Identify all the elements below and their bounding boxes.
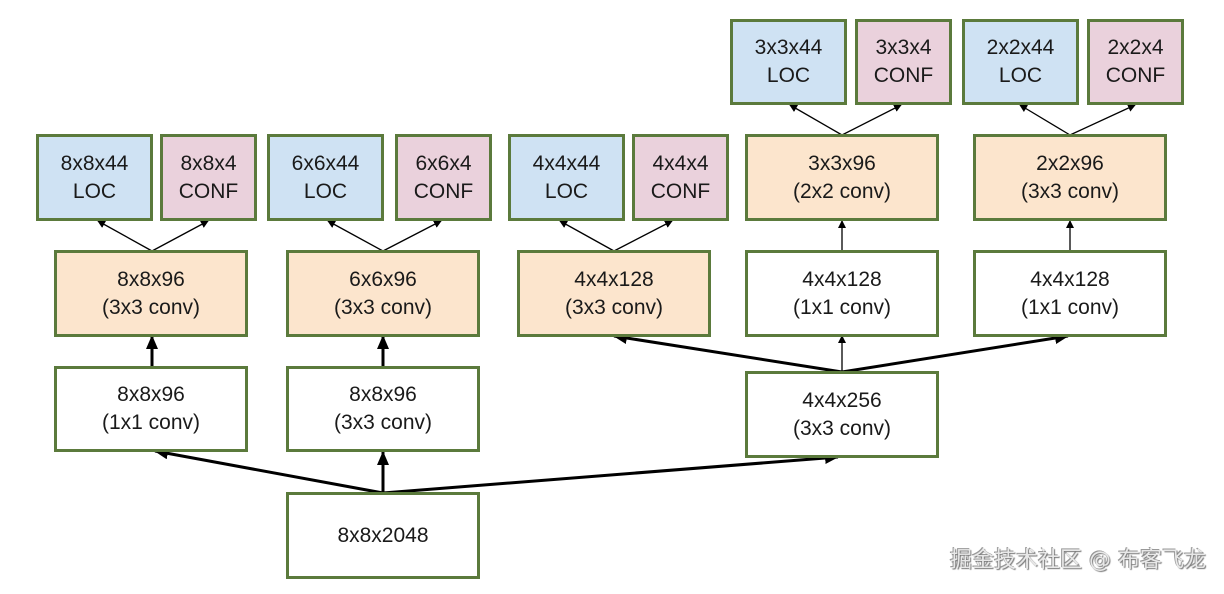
node-shape: 8x8x96: [117, 383, 185, 406]
node-b4-head: 3x3x96 (2x2 conv): [745, 134, 939, 221]
node-shape: 2x2x44: [986, 36, 1055, 59]
node-type: CONF: [1105, 64, 1166, 87]
edge-b2-head-to-loc: [327, 220, 384, 252]
node-b3-conv1: 4x4x256 (3x3 conv): [745, 371, 939, 458]
node-b3-conf: 4x4x4 CONF: [632, 134, 729, 221]
node-b2-conf: 6x6x4 CONF: [395, 134, 492, 221]
node-op: (3x3 conv): [333, 295, 433, 319]
node-shape: 4x4x128: [802, 267, 882, 291]
node-op: (1x1 conv): [101, 411, 201, 434]
node-type: LOC: [303, 179, 348, 203]
node-shape: 6x6x4: [415, 151, 472, 175]
node-shape: 4x4x256: [802, 388, 882, 412]
node-b4-loc: 3x3x44 LOC: [730, 19, 847, 105]
edge-b4-head-to-loc: [789, 104, 843, 136]
node-b1-loc: 8x8x44 LOC: [36, 134, 153, 221]
node-b5-loc: 2x2x44 LOC: [962, 19, 1079, 105]
edge-b5-head-to-loc: [1019, 104, 1071, 136]
edge-b3-conv-to-b5: [841, 332, 1069, 374]
node-shape: 3x3x44: [754, 36, 823, 59]
node-b2-head: 6x6x96 (3x3 conv): [286, 250, 480, 337]
node-b1-conf: 8x8x4 CONF: [160, 134, 257, 221]
node-shape: 2x2x96: [1036, 151, 1104, 175]
node-b5-conf: 2x2x4 CONF: [1087, 19, 1184, 105]
node-type: LOC: [766, 64, 811, 87]
edge-b1-head-to-loc: [97, 220, 153, 252]
node-type: CONF: [650, 179, 711, 203]
node-b3-loc: 4x4x44 LOC: [508, 134, 625, 221]
node-b5-conv1: 4x4x128 (1x1 conv): [973, 250, 1167, 337]
node-b4-conv1: 4x4x128 (1x1 conv): [745, 250, 939, 337]
node-input: 8x8x2048: [286, 492, 480, 579]
node-type: LOC: [998, 64, 1043, 87]
node-op: (2x2 conv): [792, 179, 892, 203]
edge-b4-head-to-conf: [841, 104, 902, 136]
node-shape: 4x4x44: [532, 151, 601, 175]
node-op: (3x3 conv): [101, 295, 201, 319]
edge-b3-head-to-conf: [613, 220, 673, 252]
node-shape: 4x4x128: [574, 267, 654, 291]
node-op: (3x3 conv): [564, 295, 664, 319]
edge-b5-head-to-conf: [1069, 104, 1136, 136]
node-type: CONF: [178, 179, 239, 203]
node-type: LOC: [72, 179, 117, 203]
node-op: (3x3 conv): [792, 416, 892, 440]
edge-input-to-b3: [382, 452, 839, 495]
node-b2-loc: 6x6x44 LOC: [267, 134, 384, 221]
watermark: 掘金技术社区 @ 布客飞龙: [950, 548, 1206, 573]
node-shape: 8x8x96: [349, 383, 417, 406]
node-op: (1x1 conv): [1020, 295, 1120, 319]
node-shape: 3x3x4: [875, 36, 932, 59]
node-shape: 6x6x96: [349, 267, 417, 291]
node-b1-conv1: 8x8x96 (1x1 conv): [54, 366, 248, 452]
edge-b3-head-to-loc: [559, 220, 615, 252]
node-shape: 6x6x44: [291, 151, 360, 175]
node-type: CONF: [873, 64, 934, 87]
node-shape: 3x3x96: [808, 151, 876, 175]
node-shape: 8x8x4: [180, 151, 237, 175]
edge-b1-head-to-conf: [151, 220, 209, 252]
node-b5-head: 2x2x96 (3x3 conv): [973, 134, 1167, 221]
node-shape: 2x2x4: [1107, 36, 1164, 59]
node-b3-head: 4x4x128 (3x3 conv): [517, 250, 711, 337]
edge-b3-conv-to-b3-head: [613, 332, 843, 374]
edge-b2-head-to-conf: [382, 220, 442, 252]
node-op: (1x1 conv): [792, 295, 892, 319]
node-b2-conv1: 8x8x96 (3x3 conv): [286, 366, 480, 452]
node-op: (3x3 conv): [333, 411, 433, 434]
node-shape: 8x8x96: [117, 267, 185, 291]
node-shape: 8x8x44: [60, 151, 129, 175]
node-type: CONF: [413, 179, 474, 203]
node-label: 8x8x2048: [337, 523, 429, 547]
node-type: LOC: [544, 179, 589, 203]
edge-input-to-b1: [154, 447, 384, 495]
node-shape: 4x4x128: [1030, 267, 1110, 291]
node-op: (3x3 conv): [1020, 179, 1120, 203]
node-b1-head: 8x8x96 (3x3 conv): [54, 250, 248, 337]
node-shape: 4x4x4: [652, 151, 709, 175]
node-b4-conf: 3x3x4 CONF: [855, 19, 952, 105]
